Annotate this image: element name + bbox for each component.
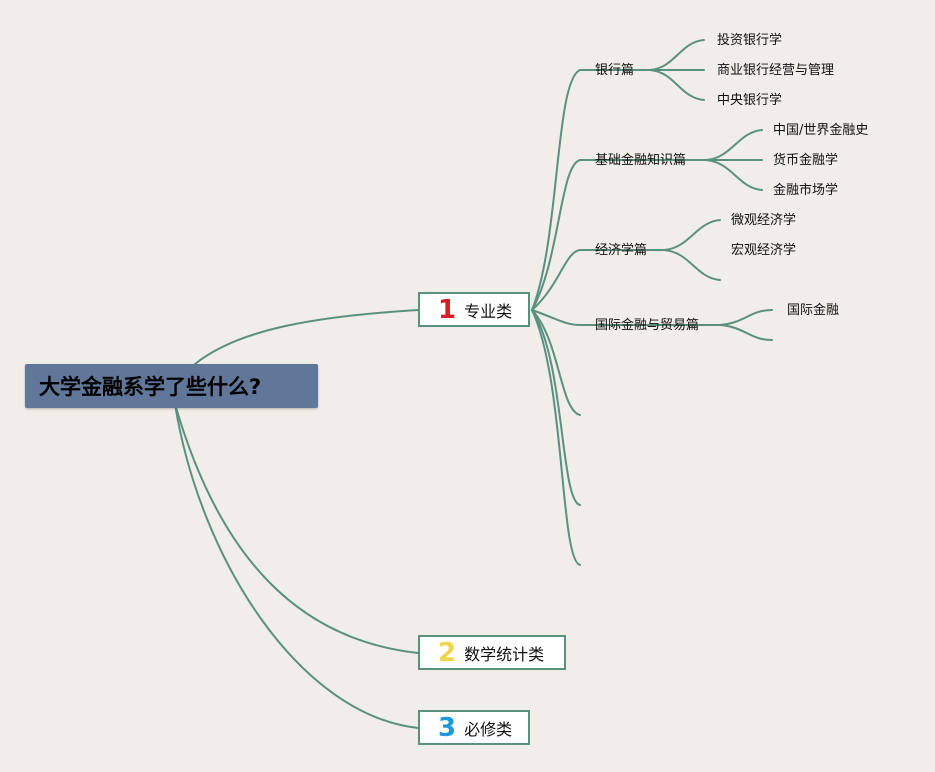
category-label-1: 专业类 [464, 301, 513, 321]
leaf-item[interactable]: 金融市场学 [773, 183, 839, 198]
connector-cat1-empty3 [531, 309, 581, 566]
leaf-item[interactable]: 中国/世界金融史 [773, 123, 869, 138]
subtopic-label-2[interactable]: 基础金融知识篇 [595, 153, 687, 168]
category-number-2: 2 [438, 637, 457, 668]
subtopic-label-3[interactable]: 经济学篇 [595, 243, 648, 258]
connector-sub2-item1 [705, 129, 763, 161]
connector-sub4-item1 [719, 309, 773, 326]
category-node-1[interactable]: 1 专业类 [418, 292, 530, 327]
connector-sub4-item2 [719, 324, 773, 341]
root-title: 大学金融系学了些什么? [39, 375, 262, 399]
leaf-item[interactable]: 微观经济学 [731, 213, 797, 228]
connector-sub3-item2 [663, 249, 721, 281]
category-number-3: 3 [438, 712, 457, 743]
connector-root-cat1 [194, 309, 419, 365]
connector-cat1-empty2 [531, 309, 581, 506]
leaf-item[interactable]: 投资银行学 [717, 33, 783, 48]
connector-cat1-sub4 [531, 309, 581, 326]
category-label-3: 必修类 [464, 719, 513, 739]
leaf-item[interactable]: 商业银行经营与管理 [717, 63, 835, 78]
connector-cat1-sub2 [531, 159, 581, 311]
leaf-item[interactable]: 货币金融学 [773, 153, 839, 168]
category-node-2[interactable]: 2 数学统计类 [418, 635, 566, 670]
connector-root-cat2 [174, 403, 419, 654]
subtopic-label-1[interactable]: 银行篇 [595, 63, 635, 78]
connector-cat1-sub1 [531, 69, 581, 311]
category-label-2: 数学统计类 [464, 644, 545, 664]
root-topic[interactable]: 大学金融系学了些什么? [25, 364, 318, 408]
connector-cat1-empty1 [531, 309, 581, 416]
connector-cat1-sub3 [531, 249, 581, 311]
connector-root-cat3 [174, 403, 419, 729]
connector-sub1-item1 [649, 39, 705, 71]
subtopic-label-4[interactable]: 国际金融与贸易篇 [595, 318, 700, 333]
leaf-item[interactable]: 中央银行学 [717, 93, 783, 108]
category-number-1: 1 [438, 294, 457, 325]
leaf-item[interactable]: 宏观经济学 [731, 243, 797, 258]
connector-sub2-item3 [705, 159, 763, 191]
connector-sub3-item1 [663, 219, 721, 251]
connector-sub1-item3 [649, 69, 705, 101]
category-node-3[interactable]: 3 必修类 [418, 710, 530, 745]
leaf-item[interactable]: 国际金融 [787, 303, 840, 318]
